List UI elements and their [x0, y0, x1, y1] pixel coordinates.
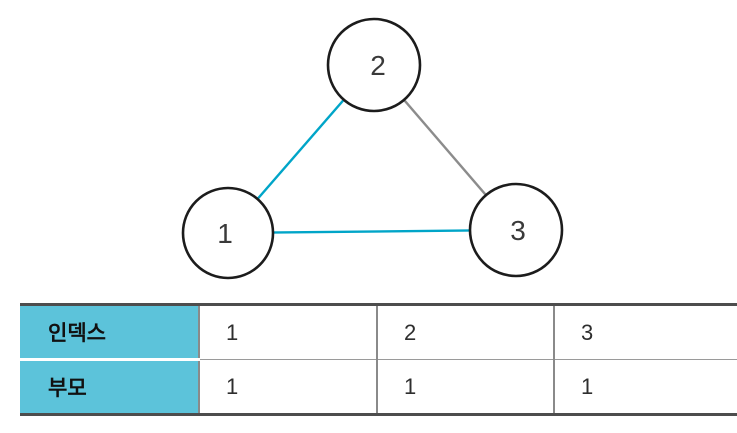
- node-2-circle: [326, 17, 422, 113]
- graph-node-2: 2: [326, 17, 422, 113]
- node-1-circle: [181, 186, 275, 280]
- table-row-parent: 부모 1 1 1: [20, 359, 737, 415]
- graph-node-1: 1: [181, 186, 275, 280]
- index-cell-3: 3: [553, 304, 737, 360]
- node-1-label: 1: [217, 218, 233, 249]
- node-3-circle: [468, 182, 564, 278]
- parent-cell-2: 1: [376, 359, 554, 415]
- node-3-label: 3: [510, 215, 526, 246]
- table-row-index: 인덱스 1 2 3: [20, 304, 737, 361]
- index-cell-1: 1: [198, 304, 377, 360]
- index-cell-2: 2: [376, 304, 554, 360]
- parent-table: 인덱스 1 2 3 부모 1 1 1: [20, 303, 737, 416]
- row-header-parent: 부모: [20, 359, 199, 415]
- graph-node-3: 3: [468, 182, 564, 278]
- parent-table-area: 인덱스 1 2 3 부모 1 1 1: [20, 303, 737, 416]
- row-header-index: 인덱스: [20, 304, 199, 361]
- graph-canvas: 1 2 3: [181, 17, 564, 280]
- parent-cell-3: 1: [553, 359, 737, 415]
- graph-diagram: 1 2 3: [181, 17, 564, 280]
- edge-1-3: [227, 228, 517, 235]
- node-2-label: 2: [370, 50, 386, 81]
- parent-cell-1: 1: [198, 359, 377, 415]
